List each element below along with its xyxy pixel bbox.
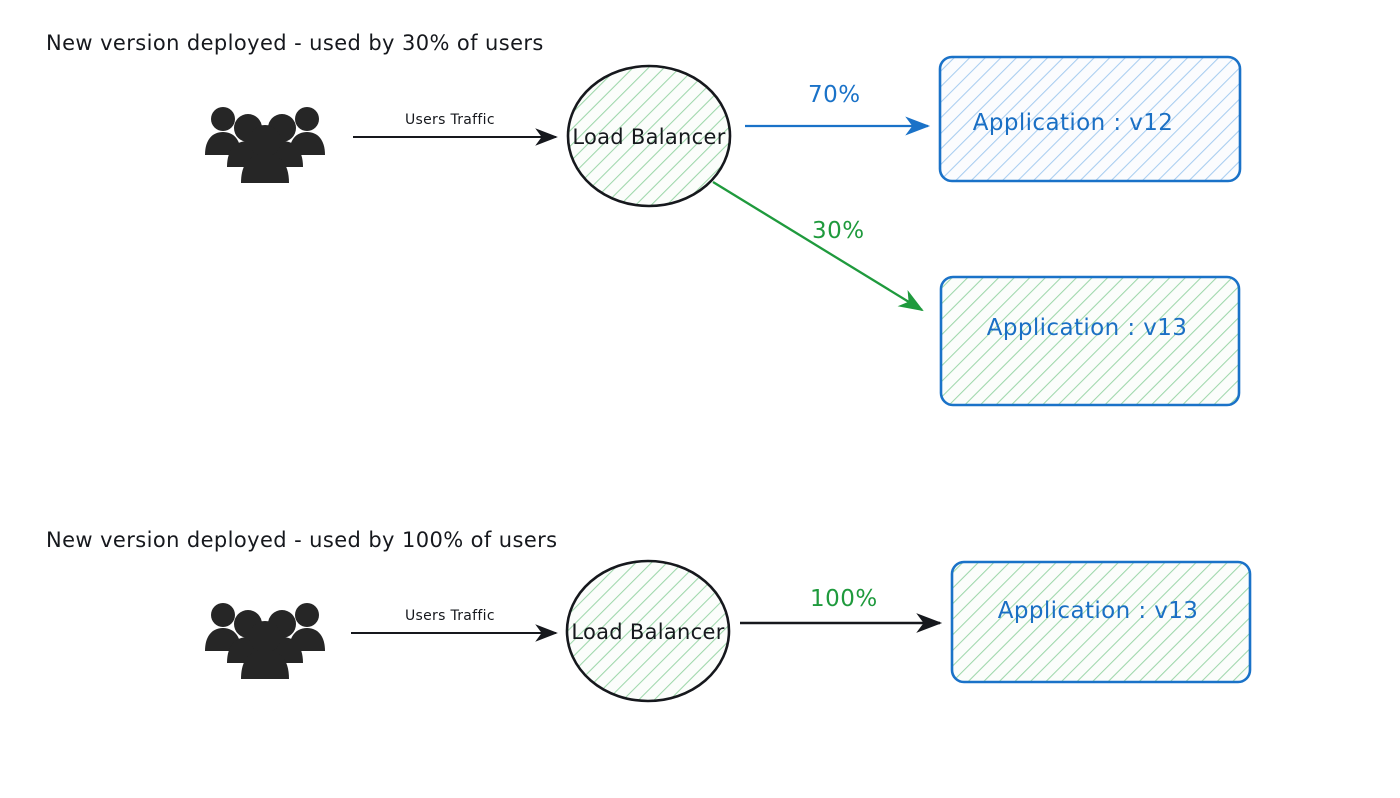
edge-users-to-lb-2: Users Traffic: [351, 608, 558, 642]
branch-arrow-30: [712, 181, 924, 312]
edge-lb-to-v12: 70%: [745, 82, 931, 136]
application-v13-full-shape: [950, 560, 1252, 684]
load-balancer-label-2: Load Balancer: [571, 620, 724, 644]
load-balancer-node-2[interactable]: Load Balancer: [565, 559, 731, 703]
application-v13-node[interactable]: Application : v13: [939, 275, 1241, 407]
application-v13-full-label: Application : v13: [998, 598, 1199, 624]
section-title-1: New version deployed - used by 30% of us…: [46, 31, 544, 55]
load-balancer-shape-1: [566, 64, 732, 208]
branch-percent-70: 70%: [808, 82, 861, 108]
section-full-100: New version deployed - used by 100% of u…: [46, 528, 1252, 703]
application-v13-full-node[interactable]: Application : v13: [950, 560, 1252, 684]
application-v12-label: Application : v12: [973, 110, 1174, 136]
section-canary-30: New version deployed - used by 30% of us…: [46, 31, 1242, 407]
branch-percent-100: 100%: [810, 586, 878, 612]
application-v12-shape: [938, 55, 1242, 183]
edge-lb-to-v13: 30%: [712, 181, 924, 312]
section-title-2: New version deployed - used by 100% of u…: [46, 528, 558, 552]
load-balancer-node-1[interactable]: Load Balancer: [566, 64, 732, 208]
users-group-icon-2: [205, 603, 325, 679]
application-v13-shape: [939, 275, 1241, 407]
application-v13-label: Application : v13: [987, 315, 1188, 341]
users-traffic-label-2: Users Traffic: [405, 608, 495, 624]
load-balancer-shape-2: [565, 559, 731, 703]
load-balancer-label-1: Load Balancer: [572, 125, 725, 149]
edge-lb-to-v13-full: 100%: [740, 586, 943, 633]
branch-percent-30: 30%: [812, 218, 865, 244]
application-v12-node[interactable]: Application : v12: [938, 55, 1242, 183]
users-group-icon: [205, 107, 325, 183]
edge-users-to-lb-1: Users Traffic: [353, 112, 558, 146]
users-traffic-label-1: Users Traffic: [405, 112, 495, 128]
